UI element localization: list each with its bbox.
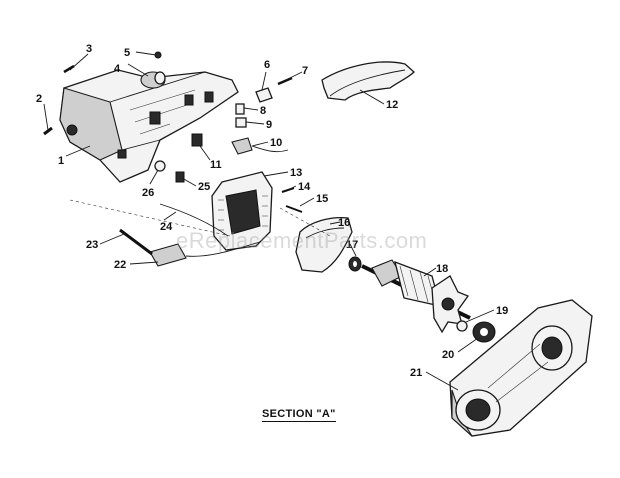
callout-13: 13 (290, 167, 302, 179)
brush-holder-10-part (231, 137, 289, 155)
terminal-25-part (175, 171, 185, 183)
callout-21: 21 (410, 367, 422, 379)
cord-22-part (149, 241, 261, 267)
callout-16: 16 (338, 217, 350, 229)
terminal-9-part (235, 117, 247, 128)
callout-24: 24 (160, 221, 173, 233)
callout-19: 19 (496, 305, 508, 317)
callout-11: 11 (210, 159, 222, 171)
screw-15-part (285, 205, 303, 213)
motor-housing-part (59, 69, 239, 183)
callout-4: 4 (114, 63, 121, 75)
field-coil-13-part (211, 171, 273, 251)
clip-11-part (191, 133, 203, 147)
callout-20: 20 (442, 349, 454, 361)
switch-4-part (140, 71, 166, 89)
armature-18-part (361, 259, 471, 334)
callout-15: 15 (316, 193, 328, 205)
switch-6-part (255, 87, 273, 103)
handle-cover-12-part (321, 61, 415, 101)
callout-labels: 3 2 4 5 6 7 8 9 10 11 12 13 14 15 16 17 … (36, 43, 508, 379)
callout-8: 8 (260, 105, 266, 117)
bearing-17-part (348, 256, 362, 272)
screw-3-part (63, 64, 75, 74)
callout-3: 3 (86, 43, 92, 55)
screw-2-part (43, 126, 53, 136)
strain-relief-23-part (119, 228, 153, 256)
leader-lines (43, 51, 495, 391)
wire-24-part (159, 203, 229, 237)
callout-14: 14 (298, 181, 311, 193)
callout-26: 26 (142, 187, 154, 199)
screw-7-part (277, 76, 293, 86)
section-label: SECTION "A" (262, 408, 336, 422)
callout-23: 23 (86, 239, 98, 251)
baffle-16-part (295, 216, 353, 273)
callout-9: 9 (266, 119, 272, 131)
bearing-19-part (456, 320, 468, 332)
callout-7: 7 (302, 65, 308, 77)
callout-25: 25 (198, 181, 210, 193)
terminal-26-part (154, 160, 166, 172)
callout-10: 10 (270, 137, 282, 149)
callout-12: 12 (386, 99, 398, 111)
callout-2: 2 (36, 93, 42, 105)
callout-17: 17 (346, 239, 358, 251)
callout-22: 22 (114, 259, 126, 271)
gear-housing-21-part (449, 299, 593, 437)
bearing-20-part (472, 321, 496, 343)
callout-5: 5 (124, 47, 130, 59)
terminal-8-part (235, 103, 245, 115)
callout-1: 1 (58, 155, 64, 167)
callout-18: 18 (436, 263, 448, 275)
callout-6: 6 (264, 59, 270, 71)
